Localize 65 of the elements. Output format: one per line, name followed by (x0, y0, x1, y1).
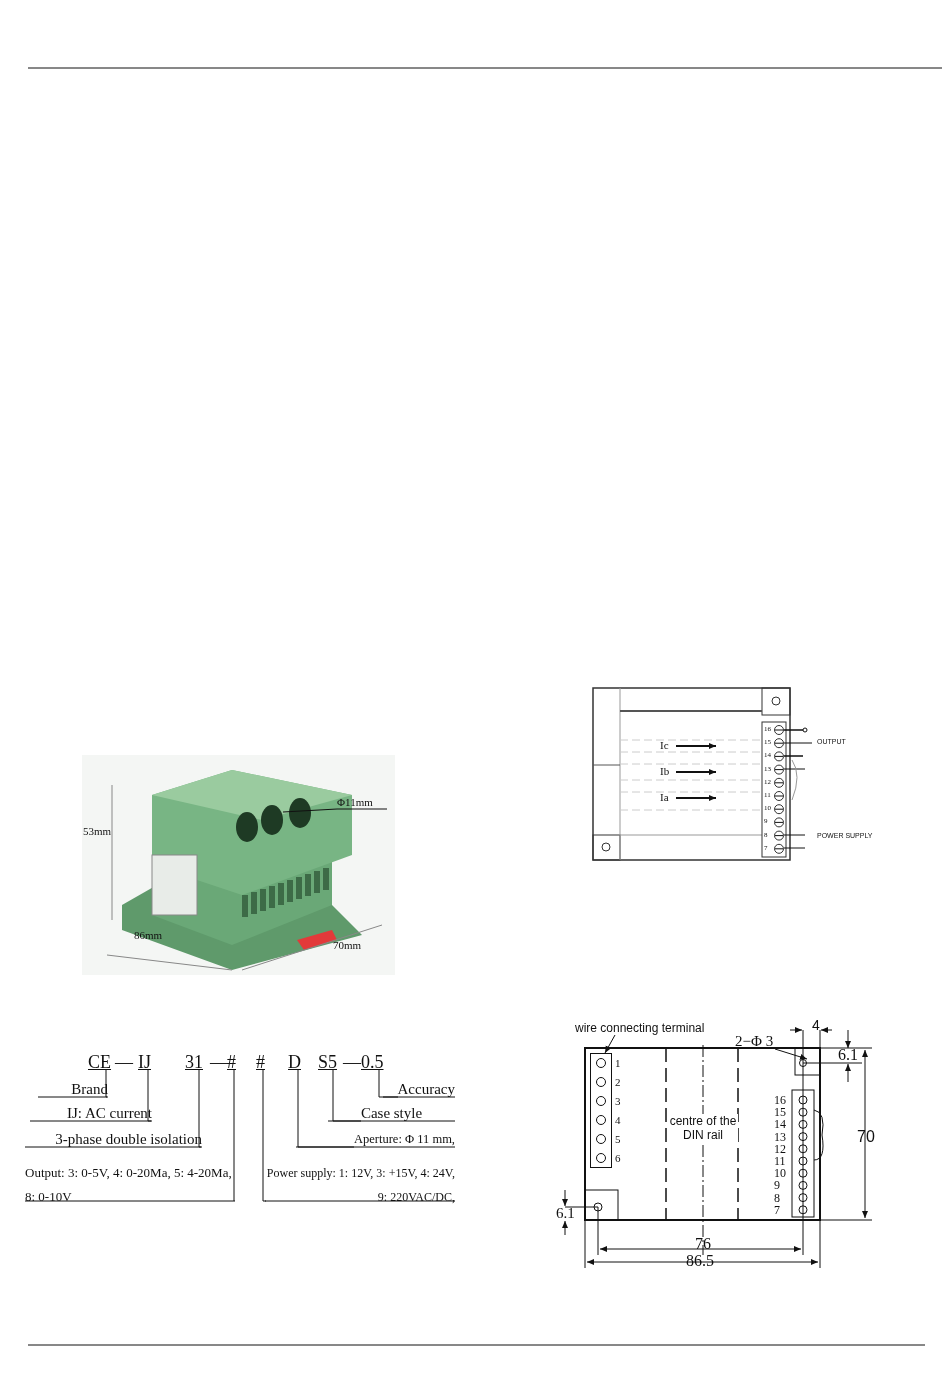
device-picture (82, 755, 395, 975)
code-description: 3-phase double isolation (55, 1132, 202, 1147)
code-part: S5 (318, 1053, 337, 1072)
mounting-hole (799, 1059, 807, 1067)
dimension-label: 76 (695, 1236, 711, 1252)
code-part: D (288, 1053, 301, 1072)
terminal-number: 7 (774, 1203, 780, 1216)
terminal-number: 11 (774, 1155, 786, 1167)
leader-line (147, 1069, 152, 1122)
terminal-number: 5 (615, 1134, 621, 1145)
code-description: Aperture: Φ 11 mm, (354, 1132, 455, 1147)
terminal-number: 3 (615, 1096, 621, 1107)
code-part: 0.5 (361, 1053, 384, 1072)
leader-line (198, 1069, 202, 1148)
dimension-label: 4 (812, 1018, 820, 1032)
code-description: IJ: AC current (67, 1106, 152, 1121)
code-part: # (227, 1053, 236, 1072)
code-part: # (256, 1053, 265, 1072)
terminal-number: 15 (774, 1106, 786, 1119)
code-part: IJ (138, 1053, 151, 1072)
code-part: 31 (185, 1053, 203, 1072)
separator-dash: — (343, 1053, 361, 1072)
terminal-number: 2 (615, 1077, 621, 1088)
dimension-label: 86.5 (686, 1253, 714, 1269)
leader-line (378, 1069, 399, 1098)
leader-line (105, 1069, 108, 1098)
leader-line (332, 1069, 362, 1122)
terminal-number: 8 (774, 1191, 780, 1204)
dimension-label: 6.1 (838, 1047, 858, 1063)
terminal-number: 9 (774, 1179, 780, 1192)
separator-dash: — (210, 1053, 228, 1072)
leader-line (297, 1069, 355, 1148)
leader-line (774, 1048, 808, 1060)
current-label: Ic (660, 740, 669, 751)
callout-label: 2−Φ 3 (735, 1034, 791, 1049)
note-label: centre of the DIN rail (668, 1114, 738, 1143)
code-description: Case style (360, 1106, 423, 1121)
terminal-number: 4 (615, 1115, 621, 1126)
dimension-label: 53mm (83, 826, 112, 837)
code-part: CE (88, 1053, 111, 1072)
terminal-number: 6 (615, 1153, 621, 1164)
terminal-number: 10 (774, 1167, 786, 1180)
code-description: Accuracy (397, 1082, 455, 1097)
leader-line (262, 1069, 267, 1202)
dimension-label: Φ11mm (337, 795, 387, 809)
current-label: Ib (660, 766, 670, 777)
terminal-number: 14 (774, 1118, 786, 1131)
dimension-label: 70mm (333, 940, 362, 951)
dimension-label: 86mm (134, 930, 163, 941)
leader-line (233, 1069, 235, 1202)
leader-line (604, 1034, 616, 1054)
separator-dash: — (115, 1053, 133, 1072)
code-description: Brand (71, 1082, 108, 1097)
dimension-label: 70 (857, 1129, 875, 1145)
callout-label: wire connecting terminal (575, 1021, 723, 1035)
terminal-number: 12 (774, 1142, 786, 1155)
terminal-number: 16 (774, 1094, 786, 1106)
terminal-number: 1 (615, 1058, 621, 1069)
current-label: Ia (660, 792, 669, 803)
code-description: Power supply: 1: 12V, 3: +15V, 4: 24V, 9: 220VAC/DC, (265, 1161, 455, 1201)
dimension-label: 6.1 (556, 1206, 575, 1221)
leader-line (282, 808, 388, 813)
terminal-number: 13 (774, 1130, 786, 1143)
terminal-block (590, 1053, 612, 1168)
code-description: Output: 3: 0-5V, 4: 0-20Ma, 5: 4-20Ma, 8: 0-10V (25, 1161, 235, 1201)
